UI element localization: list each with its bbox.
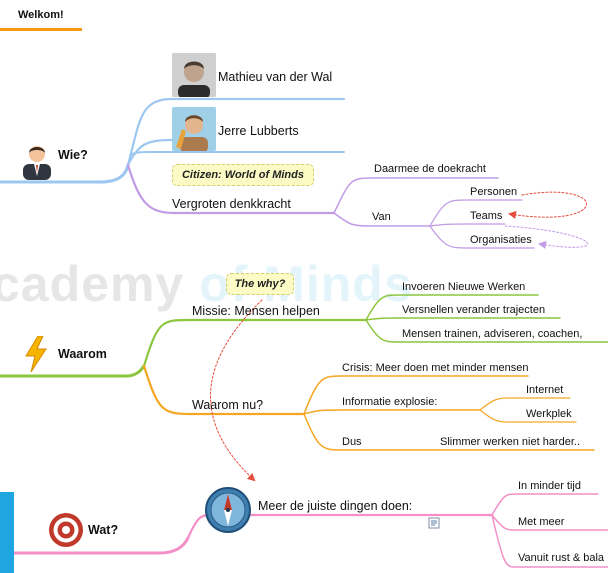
topic-werkplek: Werkplek [526, 408, 572, 420]
person-photo-icon [172, 107, 216, 151]
branch-dus [303, 413, 595, 451]
person-name: Mathieu van der Wal [218, 70, 333, 84]
wat-root-branch [12, 536, 190, 555]
wat-label: Wat? [88, 523, 119, 537]
topic-meer-juiste: Meer de juiste dingen doen: [258, 499, 413, 513]
topic-trainen: Mensen trainen, adviseren, coachen, [402, 328, 583, 340]
branch-teams [429, 223, 506, 227]
topic-met-meer: Met meer [518, 516, 565, 528]
businessman-icon [23, 146, 51, 180]
topic-dus: Dus [342, 436, 362, 448]
topic-crisis: Crisis: Meer doen met minder mensen [342, 362, 529, 374]
topic-slimmer: Slimmer werken niet harder.. [440, 436, 580, 448]
branch-crisis [303, 375, 529, 415]
branch-jerre [126, 138, 174, 167]
relation-personen-teams [508, 191, 587, 219]
branch-van [333, 212, 431, 227]
topic-minder-tijd: In minder tijd [518, 480, 581, 492]
callout-why: The why? [226, 273, 294, 295]
topic-verander: Versnellen verander trajecten [402, 304, 546, 316]
branch-personen [429, 199, 523, 227]
topic-vanuit-rust: Vanuit rust & bala [518, 552, 605, 564]
branch-internet [479, 397, 571, 411]
relation-missie-wat [210, 299, 263, 482]
note-icon[interactable] [428, 517, 440, 529]
branch-verander [365, 317, 561, 321]
page-title: Welkom! [18, 9, 64, 21]
waarom-root-branch [0, 364, 146, 378]
topic-doekracht: Daarmee de doekracht [374, 163, 486, 175]
callout-citizen: Citizen: World of Minds [172, 164, 314, 186]
side-accent-bar [0, 492, 14, 573]
branch-mathieu [126, 97, 346, 167]
branch-organisaties [429, 225, 535, 249]
topic-nieuwe-werken: Invoeren Nieuwe Werken [402, 281, 526, 293]
branch-informatie [303, 409, 481, 415]
topic-internet: Internet [526, 384, 564, 396]
branch-trainen [365, 319, 608, 343]
compass-icon [205, 487, 251, 533]
branch-met-meer [491, 514, 608, 531]
lightning-icon [25, 336, 47, 372]
topic-personen: Personen [470, 186, 518, 198]
topic-van: Van [372, 211, 391, 223]
wie-label: Wie? [58, 148, 88, 162]
branch-nieuwe-werken [365, 294, 539, 321]
waarom-label: Waarom [58, 347, 107, 361]
branch-vanuit-rust [491, 514, 608, 568]
title-underline [0, 28, 82, 31]
topic-organisaties: Organisaties [470, 234, 532, 246]
branch-missie [142, 318, 368, 368]
branch-waarom-nu [142, 364, 306, 416]
target-icon [49, 513, 83, 547]
topic-teams: Teams [470, 210, 503, 222]
branch-werkplek [479, 409, 577, 423]
wie-root-branch [0, 163, 130, 184]
branch-minder-tijd [491, 493, 599, 516]
topic-waarom-nu: Waarom nu? [192, 398, 264, 412]
branch-jerre-line [129, 151, 345, 156]
topic-missie: Missie: Mensen helpen [192, 304, 320, 318]
topic-informatie: Informatie explosie: [342, 396, 438, 408]
person-name: Jerre Lubberts [218, 124, 299, 138]
topic-vergroten: Vergroten denkkracht [172, 197, 291, 211]
branch-vergroten [126, 163, 336, 215]
branch-doekracht [333, 177, 499, 214]
person-photo-icon [172, 53, 216, 97]
